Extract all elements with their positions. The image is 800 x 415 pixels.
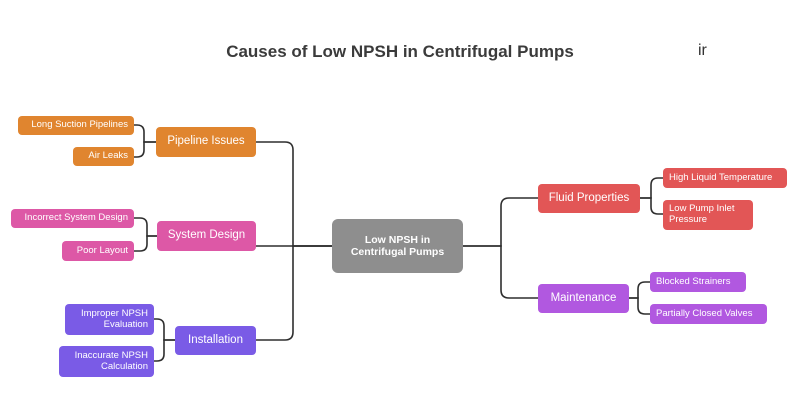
leaf-partially-closed-valves: Partially Closed Valves <box>650 304 767 324</box>
leaf-label: Air Leaks <box>88 150 128 162</box>
leaf-long-suction-pipelines: Long Suction Pipelines <box>18 116 134 135</box>
root-node: Low NPSH in Centrifugal Pumps <box>332 219 463 273</box>
leaf-poor-layout: Poor Layout <box>62 241 134 261</box>
connector-root-fluid <box>463 197 538 247</box>
connector-maintenance-partial <box>629 297 650 315</box>
connector-system-poor <box>134 235 157 252</box>
leaf-label: High Liquid Temperature <box>669 171 773 183</box>
leaf-label: Long Suction Pipelines <box>31 119 128 131</box>
connector-pipeline-long <box>134 124 156 143</box>
leaf-improper-npsh-evaluation: Improper NPSH Evaluation <box>65 304 154 335</box>
leaf-blocked-strainers: Blocked Strainers <box>650 272 746 292</box>
connector-root-maintenance <box>463 245 538 299</box>
connector-root-installation <box>256 245 332 341</box>
branch-system-design: System Design <box>157 221 256 251</box>
connector-fluid-high <box>640 177 663 199</box>
connector-fluid-low <box>640 197 663 215</box>
connector-installation-inaccurate <box>154 339 175 362</box>
leaf-inaccurate-npsh-calculation: Inaccurate NPSH Calculation <box>59 346 154 377</box>
branch-label: Fluid Properties <box>548 191 630 204</box>
leaf-label: Poor Layout <box>76 244 128 256</box>
root-label: Low NPSH in Centrifugal Pumps <box>350 233 445 258</box>
connector-pipeline-air <box>134 141 156 158</box>
connector-root-pipeline <box>256 141 332 247</box>
leaf-label: Improper NPSH Evaluation <box>80 307 148 330</box>
branch-label: Pipeline Issues <box>167 135 245 148</box>
leaf-label: Blocked Strainers <box>656 275 731 287</box>
leaf-label: Incorrect System Design <box>24 212 128 224</box>
leaf-low-pump-inlet-pressure: Low Pump Inlet Pressure <box>663 200 753 230</box>
leaf-incorrect-system-design: Incorrect System Design <box>11 209 134 228</box>
connector-installation-improper <box>154 318 175 341</box>
leaf-high-liquid-temperature: High Liquid Temperature <box>663 168 787 188</box>
branch-label: Maintenance <box>550 291 617 304</box>
leaf-label: Partially Closed Valves <box>656 307 753 319</box>
leaf-label: Inaccurate NPSH Calculation <box>74 349 148 372</box>
branch-installation: Installation <box>175 326 256 355</box>
connector-maintenance-blocked <box>629 281 650 299</box>
connector-system-incorrect <box>134 217 157 237</box>
leaf-air-leaks: Air Leaks <box>73 147 134 166</box>
branch-label: Installation <box>188 333 243 346</box>
corner-mark: ir <box>698 42 707 59</box>
branch-fluid-properties: Fluid Properties <box>538 184 640 213</box>
branch-pipeline-issues: Pipeline Issues <box>156 127 256 157</box>
branch-maintenance: Maintenance <box>538 284 629 313</box>
branch-label: System Design <box>167 229 246 242</box>
diagram-title: Causes of Low NPSH in Centrifugal Pumps <box>226 42 574 61</box>
leaf-label: Low Pump Inlet Pressure <box>669 203 735 225</box>
